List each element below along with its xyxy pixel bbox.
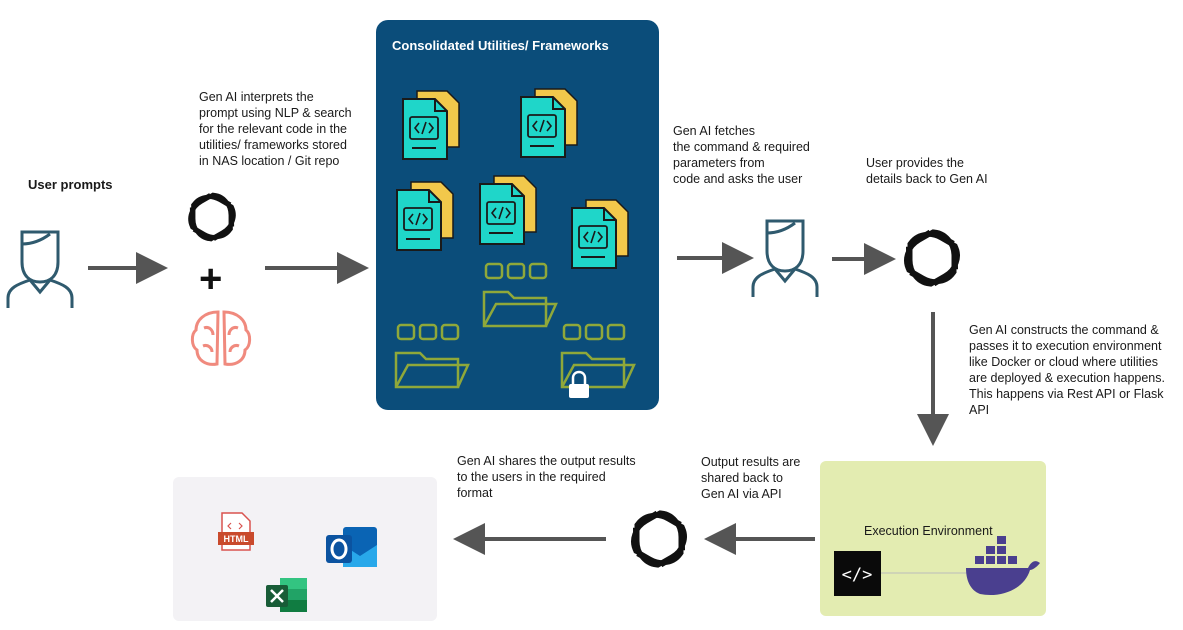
gen-ai-fetches-label: Gen AI fetches the command & required pa… — [673, 124, 810, 186]
outlook-icon — [326, 527, 377, 567]
panel-title: Consolidated Utilities/ Frameworks — [392, 38, 609, 53]
execution-environment-label: Execution Environment — [864, 524, 993, 538]
html-file-icon: HTML — [218, 512, 254, 551]
gen-ai-constructs-label: Gen AI constructs the command & passes i… — [969, 323, 1165, 417]
lock-icon — [569, 370, 589, 398]
excel-icon — [266, 578, 307, 612]
code-file-icon — [396, 181, 454, 251]
user-prompts-label: User prompts — [28, 177, 113, 192]
gen-ai-shares-label: Gen AI shares the output results to the … — [457, 454, 636, 500]
gen-ai-logo-icon — [184, 190, 241, 244]
gen-ai-logo-icon — [898, 226, 965, 290]
gen-ai-logo-icon — [625, 507, 692, 571]
code-file-icon — [479, 175, 537, 245]
user-icon — [6, 230, 74, 310]
docker-icon — [966, 536, 1040, 595]
output-results-label: Output results are shared back to Gen AI… — [701, 455, 801, 501]
svg-text:</>: </> — [842, 565, 873, 585]
code-terminal-icon: </> — [834, 551, 881, 596]
code-file-icon — [571, 199, 629, 269]
svg-text:HTML: HTML — [224, 534, 249, 544]
plus-sign: + — [199, 257, 222, 301]
user-icon — [751, 219, 819, 299]
folder-chip-icon — [482, 262, 558, 328]
folder-chip-icon — [394, 323, 470, 389]
user-provides-label: User provides the details back to Gen AI — [866, 156, 988, 186]
code-file-icon — [520, 88, 578, 158]
brain-icon — [190, 310, 252, 366]
gen-ai-interprets-label: Gen AI interprets the prompt using NLP &… — [199, 90, 352, 168]
code-file-icon — [402, 90, 460, 160]
